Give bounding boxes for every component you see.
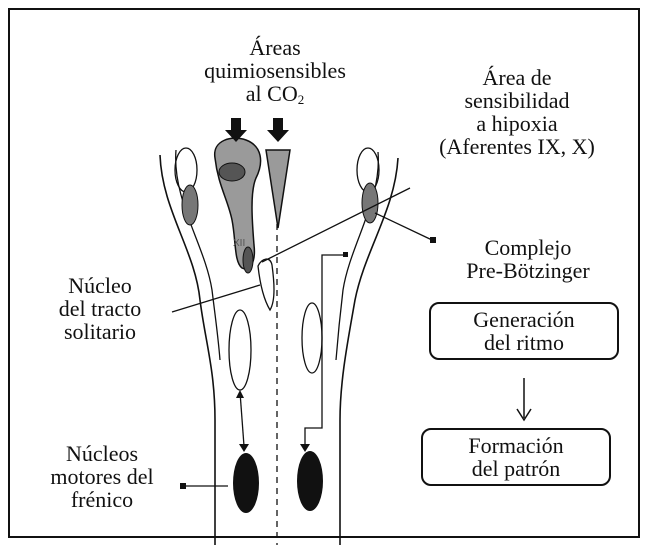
solitary-tract-label: Núcleo del tracto solitario: [58, 273, 142, 344]
xii-nucleus: [242, 246, 254, 274]
pre-botzinger-dot: [430, 237, 436, 243]
rhythm-generation-box: Generación del ritmo: [429, 302, 619, 360]
right-pathway-dot: [343, 252, 348, 257]
brainstem-right-outline: [339, 157, 399, 545]
left-pathway-arrowhead-top: [236, 390, 244, 398]
phrenic-dot: [180, 483, 186, 489]
left-descending-pathway: [239, 391, 245, 447]
pattern-formation-box: Formación del patrón: [421, 428, 611, 486]
left-lower-oval: [228, 309, 252, 391]
rhythm-to-pattern-arrowhead: [516, 408, 532, 422]
pre-botzinger-pointer: [374, 212, 433, 241]
chemosensitive-area: [214, 137, 262, 270]
right-lower-oval: [301, 302, 323, 374]
co2-arrow-right: [267, 118, 289, 142]
brainstem-left-inner: [175, 149, 221, 361]
solitary-tract-shape: [257, 258, 275, 312]
solitary-pointer: [171, 284, 261, 313]
hypoxia-area-label: Área de sensibilidad a hipoxia (Aferente…: [439, 65, 595, 159]
phrenic-nucleus-left: [233, 453, 259, 513]
left-gray-nucleus: [181, 184, 199, 226]
chemosensitive-triangle: [265, 149, 291, 229]
brainstem-left-outline: [159, 154, 216, 545]
phrenic-motor-label: Núcleos motores del frénico: [50, 441, 154, 512]
left-upper-oval: [174, 147, 198, 193]
co2-arrow-left: [225, 118, 247, 142]
left-pathway-arrowhead-bottom: [239, 444, 249, 452]
hypoxia-pointer: [261, 187, 411, 263]
right-descending-pathway: [304, 254, 346, 446]
right-pathway-arrowhead: [300, 444, 310, 452]
pre-botzinger-nucleus: [361, 182, 379, 224]
figure-border: [8, 8, 640, 538]
co2-areas-label: Áreas quimiosensibles al CO2: [204, 35, 346, 107]
chemosensitive-core: [218, 162, 246, 182]
phrenic-nucleus-right: [297, 451, 323, 511]
xii-marker: XII: [233, 238, 245, 249]
pre-botzinger-label: Complejo Pre-Bötzinger: [466, 235, 590, 283]
